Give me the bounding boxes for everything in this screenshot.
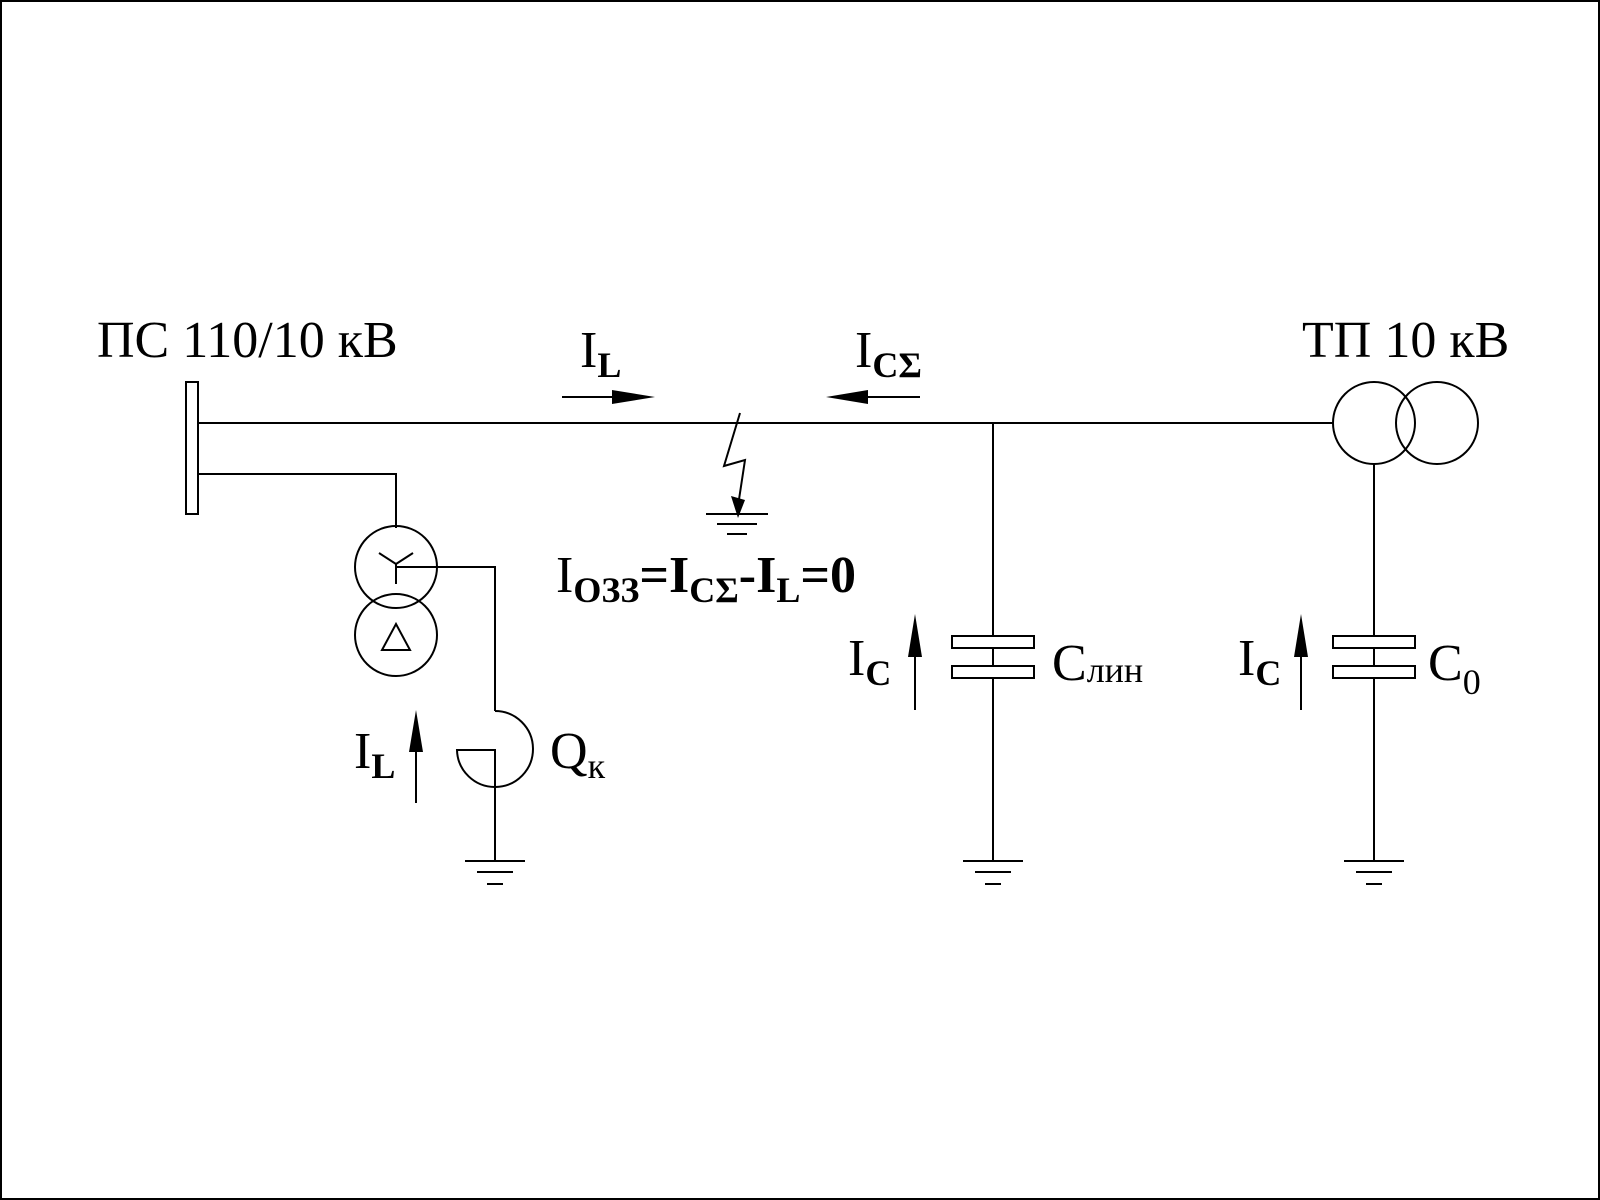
tp-transformer-winding-2 <box>1395 381 1479 465</box>
reactor-symbol <box>455 710 534 861</box>
fault-lightning-icon <box>722 412 747 518</box>
ic-tp-label: IC <box>1238 630 1281 693</box>
grounding-transformer-delta-winding <box>354 593 438 677</box>
busbar <box>185 381 199 515</box>
c-line-ground-icon <box>963 860 1023 885</box>
substation-label: ПС 110/10 кВ <box>97 312 398 369</box>
ics-line-label: ICΣ <box>855 322 922 385</box>
c0-capacitor <box>1332 635 1416 679</box>
il-line-arrow <box>562 390 655 404</box>
il-reactor-arrow <box>409 710 423 803</box>
fault-ground-icon <box>706 513 768 535</box>
il-reactor-label: IL <box>354 723 395 786</box>
tp-transformer-winding-1 <box>1332 381 1416 465</box>
c0-label: C0 <box>1428 635 1481 702</box>
ic-line-arrow <box>908 614 922 710</box>
fault-current-formula: IOЗЗ=ICΣ-IL=0 <box>556 547 856 610</box>
reactor-label: Qк <box>550 723 606 786</box>
ic-tp-arrow <box>1294 614 1308 710</box>
delta-symbol <box>380 621 412 651</box>
c0-ground-icon <box>1344 860 1404 885</box>
c-line-capacitor <box>951 635 1035 679</box>
ics-line-arrow <box>826 390 920 404</box>
reactor-ground-icon <box>465 860 525 885</box>
grounding-transformer-feed <box>198 473 397 528</box>
il-line-label: IL <box>580 322 621 385</box>
ic-line-label: IC <box>848 630 891 693</box>
star-symbol <box>378 552 414 584</box>
c-line-label: Cлин <box>1052 635 1143 692</box>
tp-label: ТП 10 кВ <box>1302 312 1509 369</box>
neutral-to-reactor <box>396 566 496 711</box>
